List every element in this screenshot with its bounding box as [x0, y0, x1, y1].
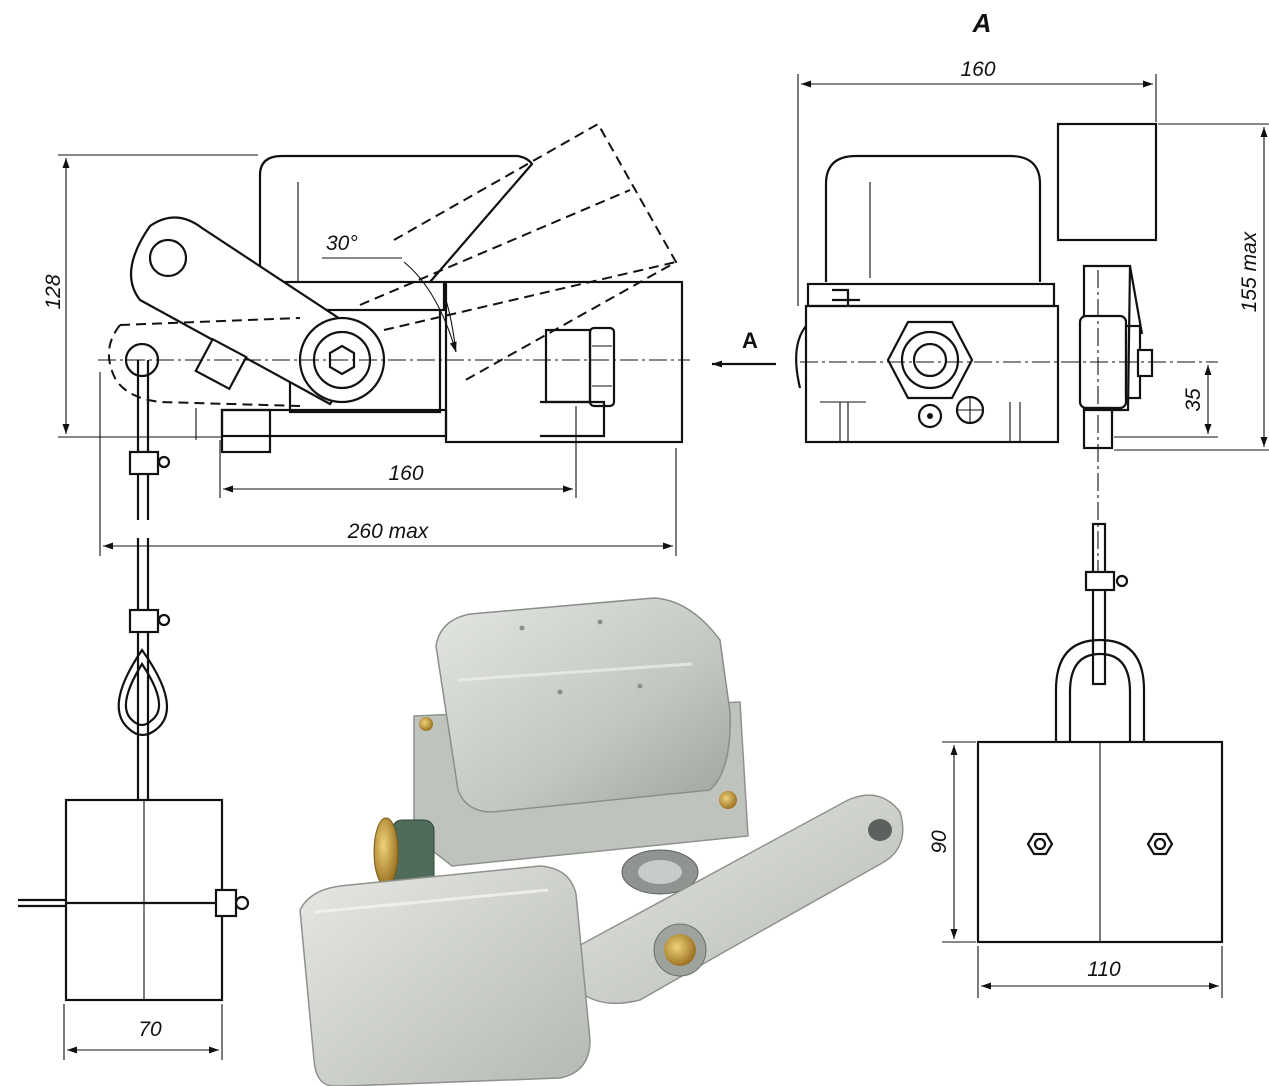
dim-side-total-len: 260 max [347, 520, 430, 543]
dim-front-axis-height: 35 [1182, 388, 1205, 412]
switch-photo [299, 597, 904, 1086]
dim-weight-side-width: 70 [138, 1018, 162, 1041]
side-view [18, 122, 690, 1002]
dim-weight-front-width: 110 [1087, 958, 1121, 981]
view-arrow: A [712, 328, 776, 368]
dim-side-axis-len: 160 [388, 462, 423, 485]
dim-weight-front-height: 90 [928, 830, 951, 854]
side-view-dims: 128 160 260 max 30° 70 [42, 154, 677, 1060]
view-label: A [972, 8, 992, 38]
dim-front-width: 160 [960, 58, 995, 81]
view-arrow-label: A [742, 328, 758, 353]
dim-front-height: 155 max [1238, 230, 1261, 312]
dim-side-height: 128 [42, 274, 65, 309]
angle-label: 30° [326, 232, 358, 255]
front-view-dims: 160 155 max 35 90 110 [797, 58, 1269, 998]
front-view: A [795, 8, 1224, 944]
